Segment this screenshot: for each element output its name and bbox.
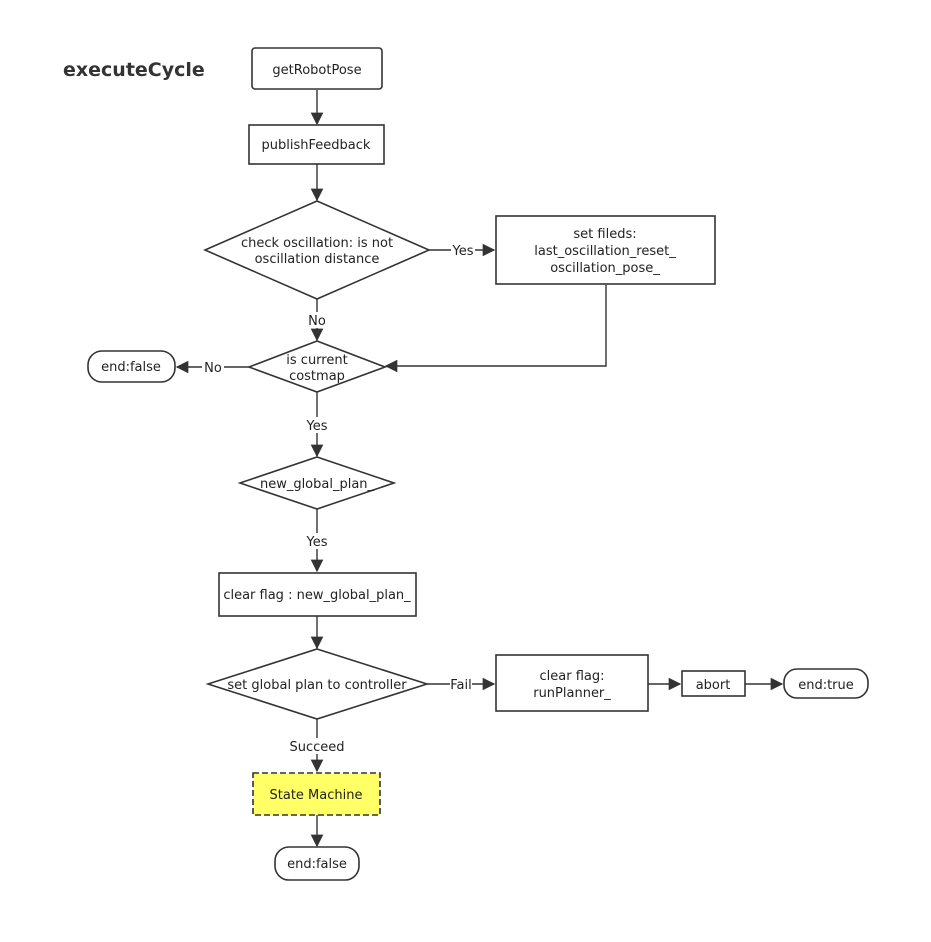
node-is-current-costmap (246, 340, 388, 393)
edge-label-bg (288, 738, 346, 754)
node-end-false-bottom (274, 846, 360, 881)
node-is-current-costmap-line-2: costmap (289, 369, 345, 384)
edge-label-bg (303, 417, 331, 433)
node-publish-feedback-label: publishFeedback (262, 138, 371, 153)
node-set-global-plan-label: set global plan to controller (227, 678, 407, 693)
node-set-fields (495, 215, 716, 285)
edge-label-succeed: Succeed (289, 740, 344, 755)
edge-label-bg (305, 312, 329, 328)
node-end-false-left (87, 350, 176, 383)
node-set-fields-line-3: oscillation_pose_ (550, 261, 660, 276)
edge-label-bg (451, 242, 475, 258)
node-set-global-plan (205, 648, 430, 720)
edge-label-fail: Fail (450, 678, 471, 693)
node-end-true (783, 668, 869, 699)
node-clear-flag-run-planner-line-1: clear flag: (540, 669, 605, 684)
edge-label-no-oscillation: No (308, 314, 326, 329)
edge-label-no-costmap: No (204, 361, 222, 376)
node-clear-flag-run-planner-line-2: runPlanner_ (533, 686, 611, 701)
node-publish-feedback (248, 124, 385, 165)
edge-label-bg (450, 676, 472, 692)
edge-label-yes-oscillation: Yes (452, 244, 474, 259)
node-set-fields-line-2: last_oscillation_reset_ (534, 244, 676, 259)
node-end-true-label: end:true (798, 678, 854, 693)
node-new-global-plan-label: new_global_plan_ (260, 477, 375, 492)
node-clear-flag-run-planner (495, 654, 649, 712)
edge-setfields-to-costmap (384, 285, 607, 373)
node-new-global-plan (237, 456, 397, 510)
node-clear-flag-new-global-plan-label: clear flag : new_global_plan_ (223, 588, 411, 603)
edge-label-yes-costmap: Yes (306, 419, 328, 434)
diagram-title: executeCycle (63, 59, 205, 81)
node-get-robot-pose-label: getRobotPose (272, 63, 361, 78)
node-clear-flag-new-global-plan (218, 572, 417, 617)
node-abort (681, 670, 746, 697)
edge-label-yes-newplan: Yes (306, 535, 328, 550)
node-end-false-bottom-label: end:false (287, 857, 347, 872)
edge-label-bg (202, 359, 224, 375)
node-abort-label: abort (696, 678, 731, 693)
node-check-oscillation-line-1: check oscillation: is not (241, 236, 393, 251)
edge-label-bg (303, 533, 331, 549)
node-end-false-left-label: end:false (101, 360, 161, 375)
node-set-fields-line-1: set fileds: (573, 227, 636, 242)
node-check-oscillation (203, 200, 431, 300)
node-check-oscillation-line-2: oscillation distance (255, 252, 380, 267)
node-get-robot-pose (251, 47, 383, 90)
node-state-machine (252, 772, 381, 816)
node-state-machine-label: State Machine (270, 788, 363, 803)
node-is-current-costmap-line-1: is current (286, 353, 347, 368)
